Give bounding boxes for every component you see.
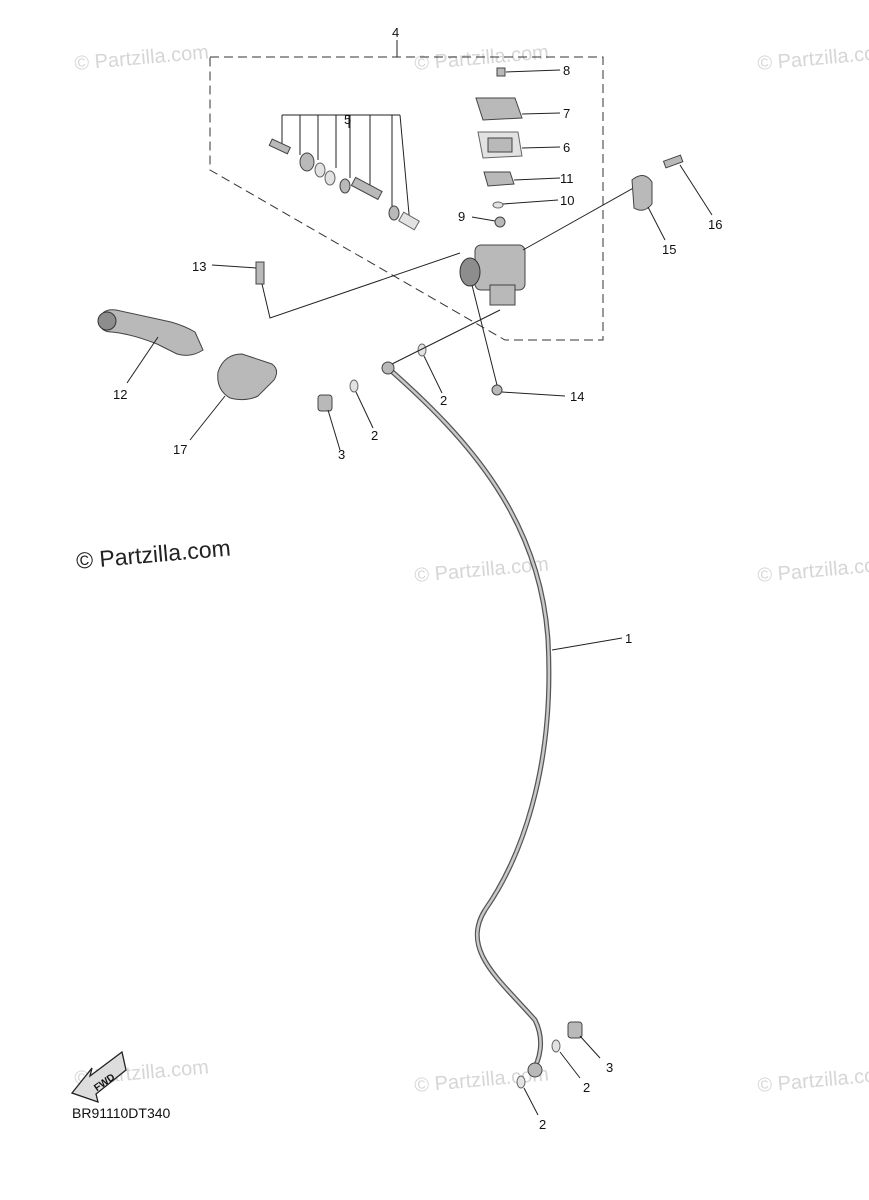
callout-2: 2 bbox=[583, 1080, 590, 1095]
union-bolt-bottom bbox=[516, 1021, 601, 1116]
watermark: © Partzilla.com bbox=[757, 1063, 869, 1097]
master-cylinder-body bbox=[459, 185, 638, 306]
watermark-layer: © Partzilla.com © Partzilla.com © Partzi… bbox=[74, 41, 869, 1097]
clamp-and-bolt bbox=[631, 154, 713, 241]
callout-14: 14 bbox=[570, 389, 584, 404]
callout-16: 16 bbox=[708, 217, 722, 232]
watermark: © Partzilla.com bbox=[414, 41, 550, 75]
callout-13: 13 bbox=[192, 259, 206, 274]
callout-3: 3 bbox=[338, 447, 345, 462]
callout-5: 5 bbox=[344, 112, 351, 127]
lever-cover bbox=[189, 353, 278, 441]
union-bolt-top bbox=[317, 284, 566, 451]
callout-3: 3 bbox=[606, 1060, 613, 1075]
drawing-code: BR91110DT340 bbox=[72, 1105, 171, 1121]
watermark: © Partzilla.com bbox=[757, 41, 869, 75]
callout-4: 4 bbox=[392, 25, 399, 40]
callout-11: 11 bbox=[560, 171, 574, 186]
callout-12: 12 bbox=[113, 387, 127, 402]
callout-9: 9 bbox=[458, 209, 465, 224]
callout-10: 10 bbox=[560, 193, 574, 208]
watermark: © Partzilla.com bbox=[74, 41, 210, 75]
callout-2: 2 bbox=[440, 393, 447, 408]
pivot-bolt bbox=[211, 252, 461, 319]
brake-lever bbox=[97, 309, 204, 384]
callout-15: 15 bbox=[662, 242, 676, 257]
callout-1: 1 bbox=[625, 631, 632, 646]
master-cylinder-assembly-boundary bbox=[209, 56, 604, 341]
piston-kit-parts bbox=[268, 114, 420, 231]
watermark: © Partzilla.com bbox=[757, 553, 869, 587]
callout-17: 17 bbox=[173, 442, 187, 457]
brake-hose bbox=[381, 361, 623, 1078]
callout-2: 2 bbox=[371, 428, 378, 443]
callout-6: 6 bbox=[563, 140, 570, 155]
callout-labels: 4 8 5 7 6 11 10 9 16 15 13 12 2 14 2 17 … bbox=[113, 25, 722, 1132]
callout-7: 7 bbox=[563, 106, 570, 121]
callout-8: 8 bbox=[563, 63, 570, 78]
callout-2: 2 bbox=[539, 1117, 546, 1132]
reservoir-cap-parts bbox=[471, 67, 561, 228]
